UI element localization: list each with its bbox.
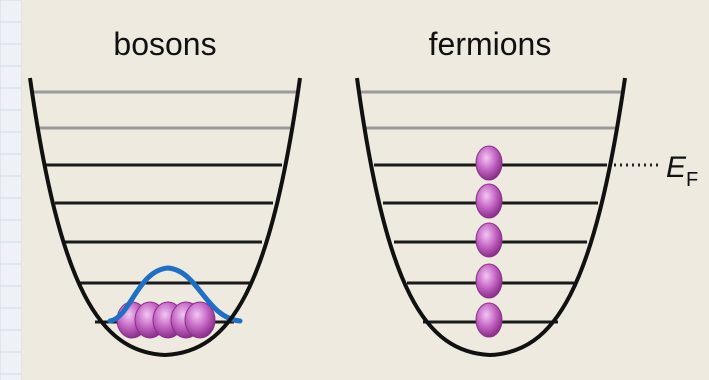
- bosons-title: bosons: [113, 26, 216, 62]
- fermions-title: fermions: [429, 26, 552, 62]
- fermi-symbol: E: [666, 151, 687, 184]
- boson-particles: [117, 302, 215, 338]
- bosons-energy-levels: [32, 92, 297, 322]
- fermions-well: [357, 78, 625, 355]
- fermion-particles: [476, 146, 502, 337]
- fermion-particle: [476, 184, 502, 218]
- boson-particle: [185, 302, 215, 338]
- bosons-well: [30, 78, 300, 355]
- fermion-particle: [476, 303, 502, 337]
- fermi-level-marker: EF: [614, 151, 698, 191]
- fermion-particle: [476, 146, 502, 180]
- fermi-subscript: F: [686, 169, 698, 191]
- fermion-particle: [476, 264, 502, 298]
- fermion-particle: [476, 223, 502, 257]
- fermi-level-label: EF: [666, 151, 698, 191]
